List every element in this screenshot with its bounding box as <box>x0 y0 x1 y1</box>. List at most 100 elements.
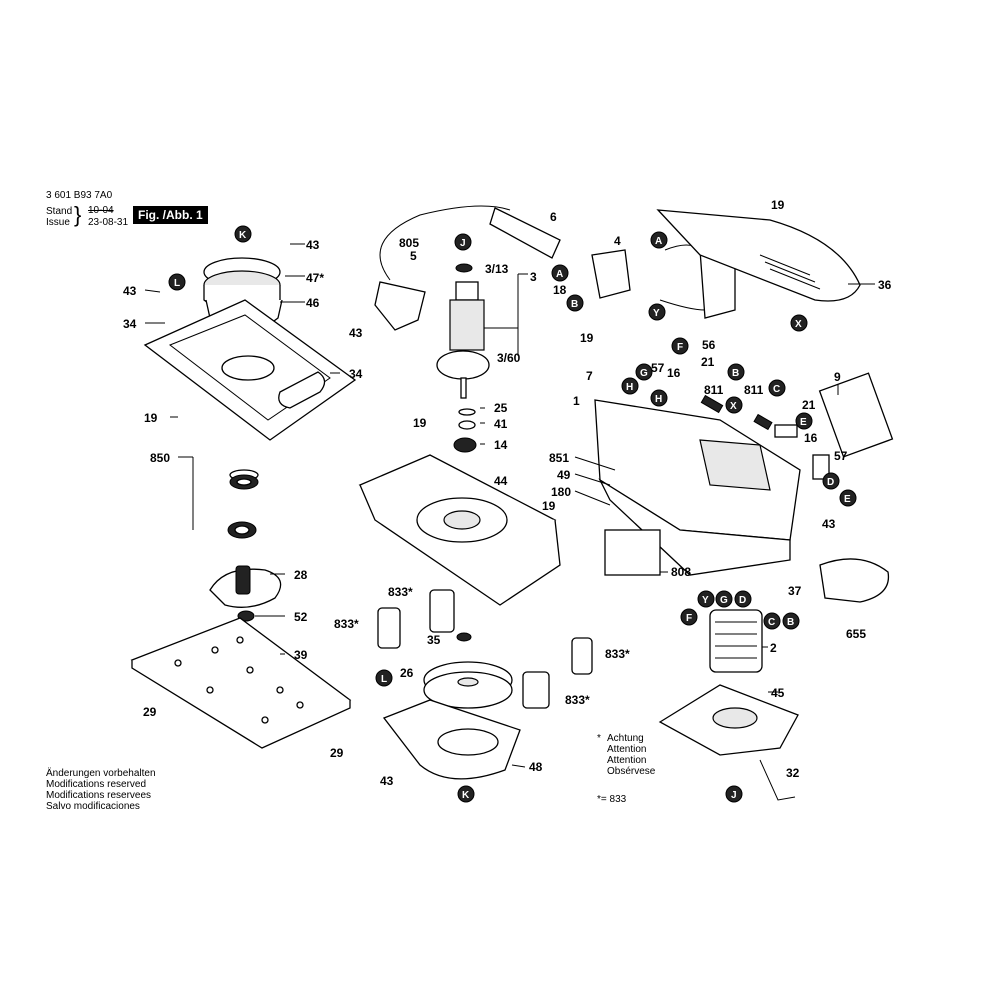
label-26: 26 <box>400 666 414 680</box>
issue-date: 23-08-31 <box>88 217 129 228</box>
reference-marker-b: B <box>566 294 584 312</box>
svg-text:H: H <box>655 394 662 405</box>
reference-marker-g: G <box>635 363 653 381</box>
reference-marker-a: A <box>551 264 569 282</box>
part-number: 3 601 B93 7A0 <box>46 190 113 201</box>
label-25: 25 <box>494 401 508 415</box>
reference-marker-x: X <box>725 396 743 414</box>
reference-marker-h: H <box>650 389 668 407</box>
note-line: Modifications reserved <box>46 779 147 790</box>
issue-label: Issue <box>46 217 70 228</box>
svg-text:F: F <box>677 342 683 353</box>
svg-text:J: J <box>731 790 737 801</box>
reference-markers: K L J A A B Y F G H H B C X X E E D Y G … <box>168 225 857 803</box>
svg-text:K: K <box>239 230 247 241</box>
label-2: 2 <box>770 641 777 655</box>
reference-marker-y: Y <box>697 590 715 608</box>
label-44: 44 <box>494 474 508 488</box>
reference-marker-l: L <box>168 273 186 291</box>
label-3-60: 3/60 <box>497 351 521 365</box>
svg-text:X: X <box>795 319 802 330</box>
reference-marker-d: D <box>822 472 840 490</box>
svg-text:J: J <box>460 238 466 249</box>
bearing-stack <box>209 469 282 622</box>
label-47: 47* <box>306 271 324 285</box>
reference-marker-k: K <box>234 225 252 243</box>
label-46: 46 <box>306 296 320 310</box>
svg-text:G: G <box>720 595 728 606</box>
label-52: 52 <box>294 610 308 624</box>
svg-text:B: B <box>732 368 739 379</box>
label-36: 36 <box>878 278 892 292</box>
svg-text:C: C <box>773 384 780 395</box>
fan-and-cover <box>382 632 521 780</box>
stand-label: Stand <box>46 206 73 217</box>
label-5: 5 <box>410 249 417 263</box>
motor-housing <box>594 372 894 576</box>
reference-marker-j: J <box>725 785 743 803</box>
label-28: 28 <box>294 568 308 582</box>
label-32: 32 <box>786 766 800 780</box>
svg-text:B: B <box>571 299 578 310</box>
reference-marker-g: G <box>715 590 733 608</box>
armature <box>436 263 490 453</box>
label-57: 57 <box>651 361 665 375</box>
svg-text:D: D <box>827 477 834 488</box>
top-cover <box>656 209 861 302</box>
legend-line: Achtung <box>607 733 644 744</box>
label-6: 6 <box>550 210 557 224</box>
svg-text:D: D <box>739 595 746 606</box>
label-805: 805 <box>399 236 419 250</box>
label-43: 43 <box>349 326 363 340</box>
reference-marker-b: B <box>727 363 745 381</box>
label-19: 19 <box>144 411 158 425</box>
label-21: 21 <box>701 355 715 369</box>
label-1: 1 <box>573 394 580 408</box>
label-34: 34 <box>123 317 137 331</box>
label-833: 833* <box>388 585 413 599</box>
label-19: 19 <box>542 499 556 513</box>
fastening-pads <box>377 589 593 709</box>
label-3-13: 3/13 <box>485 262 509 276</box>
label-19: 19 <box>580 331 594 345</box>
label-850: 850 <box>150 451 170 465</box>
label-14: 14 <box>494 438 508 452</box>
field-coil <box>709 609 763 673</box>
svg-text:E: E <box>800 417 807 428</box>
label-29: 29 <box>143 705 157 719</box>
label-19: 19 <box>771 198 785 212</box>
svg-text:E: E <box>844 494 851 505</box>
label-18: 18 <box>553 283 567 297</box>
brace-symbol: } <box>74 202 82 227</box>
stand-date: 10-04 <box>88 205 114 216</box>
figure-label: Fig. /Abb. 1 <box>133 206 208 224</box>
label-3: 3 <box>530 270 537 284</box>
label-45: 45 <box>771 686 785 700</box>
label-43: 43 <box>123 284 137 298</box>
svg-text:F: F <box>686 613 692 624</box>
footer-notes: Änderungen vorbehalten Modifications res… <box>46 768 156 812</box>
svg-text:B: B <box>787 617 794 628</box>
label-37: 37 <box>788 584 802 598</box>
dust-adapter <box>819 558 890 603</box>
label-833: 833* <box>565 693 590 707</box>
label-35: 35 <box>427 633 441 647</box>
reference-marker-c: C <box>768 379 786 397</box>
reference-marker-k: K <box>457 785 475 803</box>
svg-text:H: H <box>626 382 633 393</box>
label-56: 56 <box>702 338 716 352</box>
label-16: 16 <box>667 366 681 380</box>
reference-marker-h: H <box>621 377 639 395</box>
svg-text:G: G <box>640 368 648 379</box>
reference-marker-f: F <box>680 608 698 626</box>
label-833: 833* <box>605 647 630 661</box>
label-48: 48 <box>529 760 543 774</box>
label-43: 43 <box>306 238 320 252</box>
label-9: 9 <box>834 370 841 384</box>
label-57: 57 <box>834 449 848 463</box>
label-808: 808 <box>671 565 691 579</box>
label-29: 29 <box>330 746 344 760</box>
legend-star: * <box>597 733 601 744</box>
reference-marker-l: L <box>375 669 393 687</box>
